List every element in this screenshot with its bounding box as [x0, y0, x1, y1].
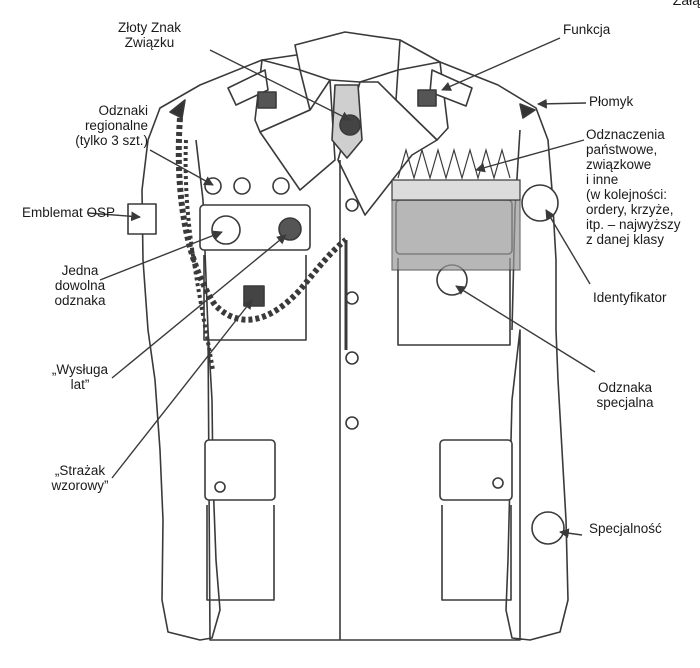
label-odznaka-specjalna: Odznaka specjalna [596, 380, 654, 410]
arrows [87, 37, 596, 539]
jacket-drawing [127, 31, 569, 641]
collar [294, 31, 401, 83]
label-specjalnosc: Specjalność [589, 521, 662, 536]
label-plomyk: Płomyk [589, 94, 634, 109]
medals [391, 147, 521, 271]
label-strazak-wzorowy: „Strażak wzorowy” [51, 463, 109, 493]
label-jedna-dowolna: Jedna dowolna odznaka [54, 263, 106, 308]
label-odznaczenia: Odznaczenia państwowe, związkowe i inne … [586, 127, 681, 247]
left-lower-pocket [204, 439, 276, 501]
label-emblemat-osp: Emblemat OSP [22, 205, 116, 220]
label-wysluga-lat: „Wysługa lat” [51, 362, 109, 392]
label-odznaki-regionalne: Odznaki regionalne (tylko 3 szt.) [75, 103, 148, 148]
label-identyfikator: Identyfikator [593, 290, 667, 305]
corner-text: Załą [672, 0, 700, 8]
aiguillette [175, 117, 348, 371]
right-lower-pocket [439, 439, 513, 501]
label-funkcja: Funkcja [563, 22, 611, 37]
label-zloty-znak: Złoty Znak Związku [118, 20, 182, 50]
